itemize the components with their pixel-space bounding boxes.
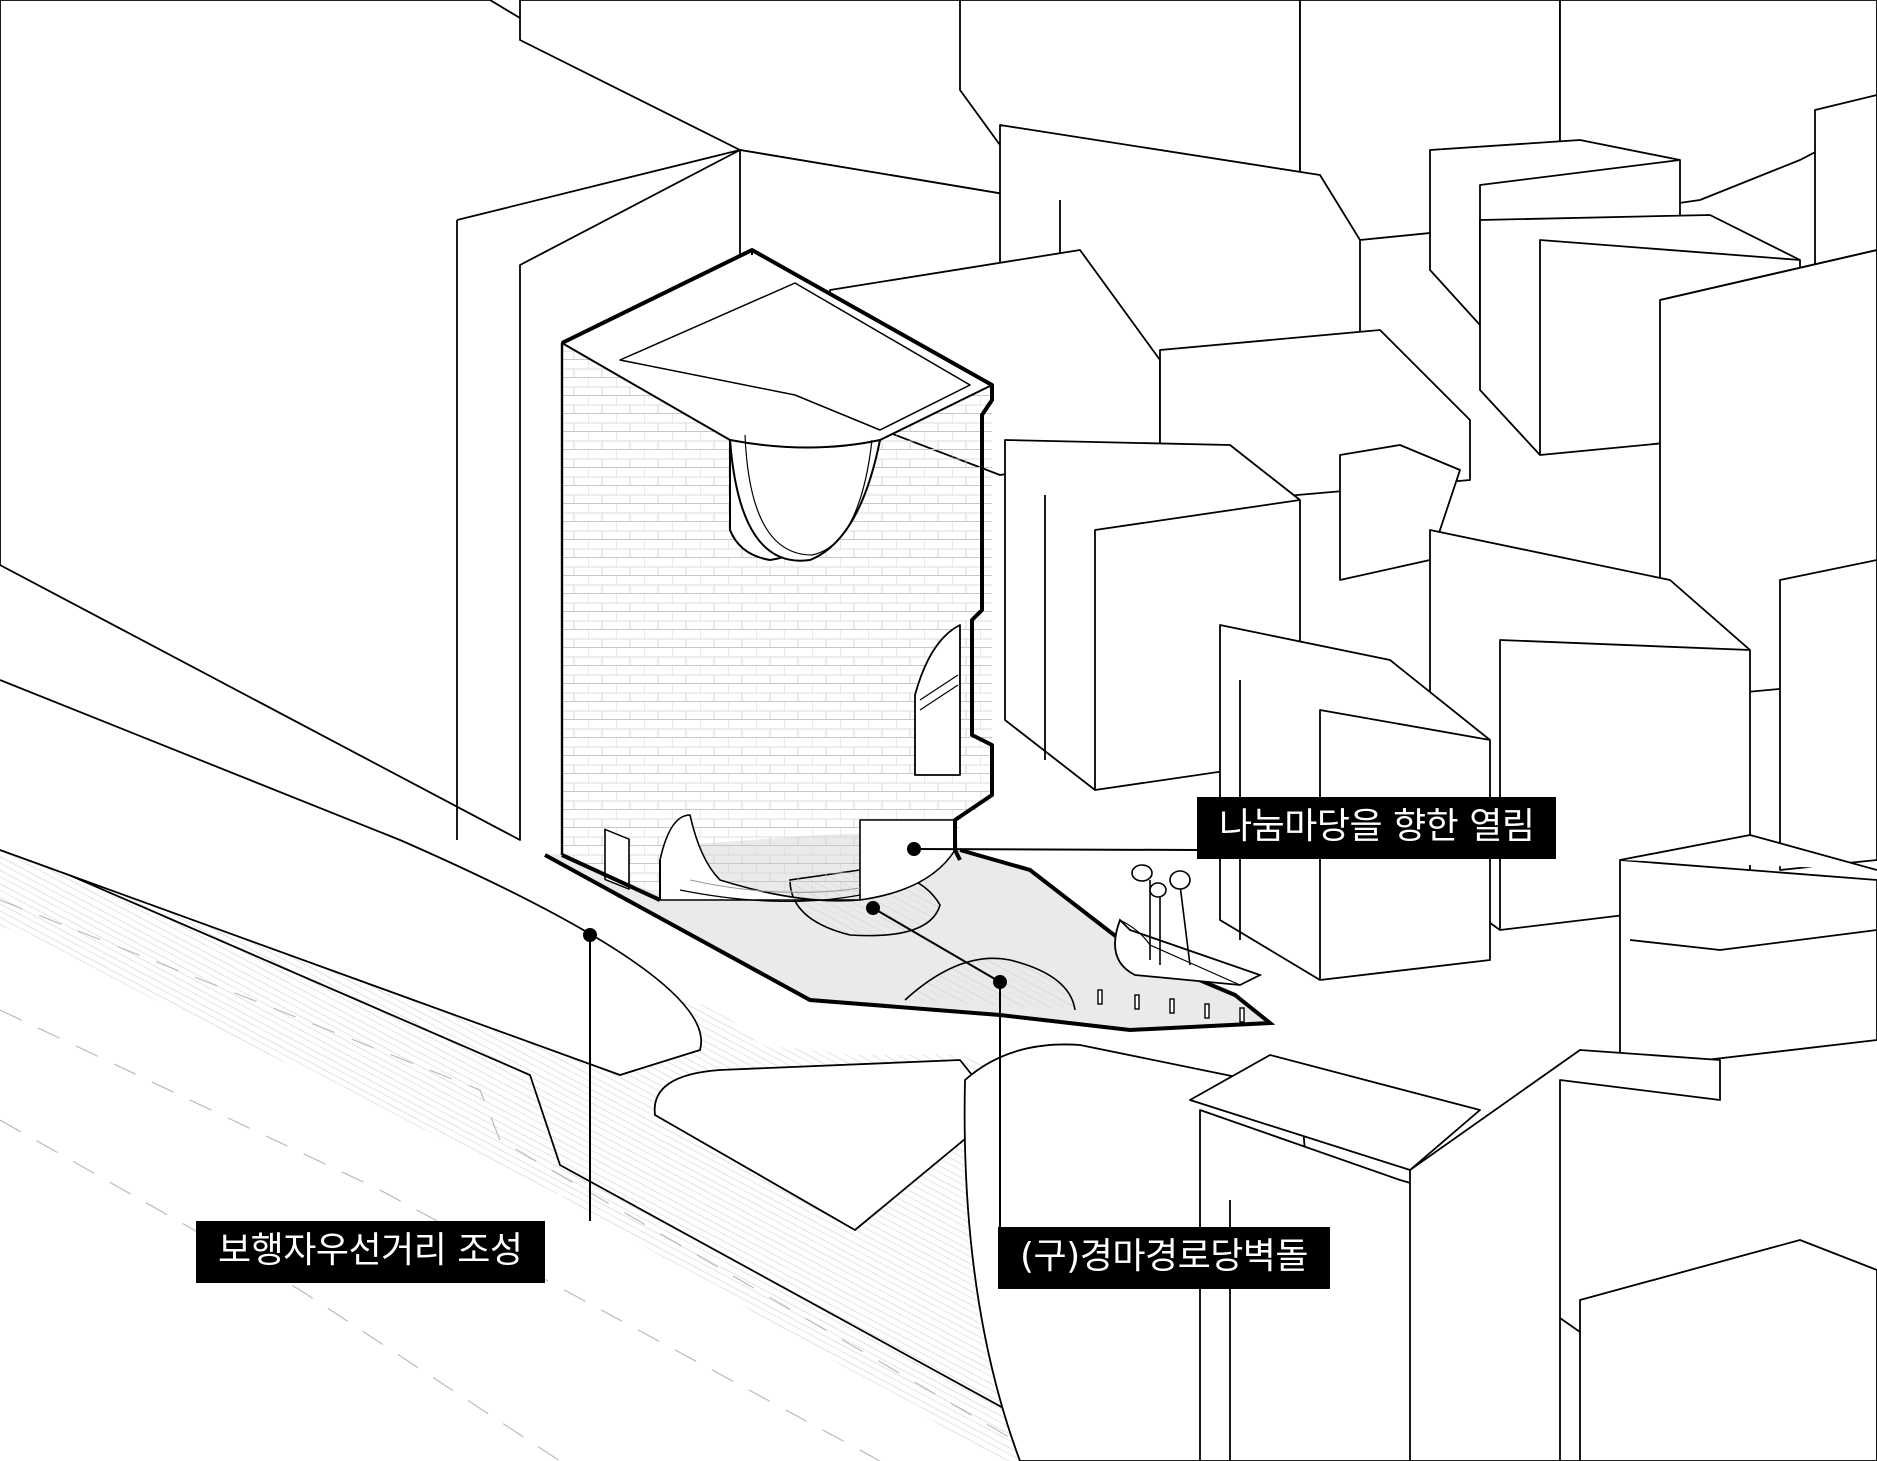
tower-ground-opening: [659, 814, 956, 902]
building-right-low: [1619, 859, 1877, 1071]
plaza-outline: [544, 848, 1276, 1033]
building-center-5: [1779, 559, 1877, 871]
tower-door: [604, 828, 630, 890]
island-center: [653, 1059, 1002, 1232]
leader-dot-pedestrian: [583, 928, 597, 942]
building-lower-4: [1189, 1054, 1481, 1171]
building-right-low-2: [1629, 929, 1877, 951]
building-lower-3: [1579, 1239, 1877, 1461]
leader-dot-wall-b: [993, 975, 1007, 989]
road-lane-line-2: [0, 1119, 561, 1461]
island-left: [0, 679, 703, 1076]
tree-icons: [1131, 864, 1191, 966]
leader-dot-wall-a: [866, 901, 880, 915]
building-lower-2: [1409, 1049, 1721, 1461]
leader-dot-opening: [907, 842, 921, 856]
tower-side-arch: [914, 624, 961, 776]
tower-roof-inner: [619, 282, 971, 431]
tower: [560, 248, 994, 903]
tower-outline: [561, 248, 994, 861]
road-lane-line: [0, 1009, 881, 1461]
label-old-senior-center-brick: (구)경마경로당벽돌: [998, 1227, 1331, 1289]
planter-bench: [1114, 918, 1263, 986]
bollards: [1097, 989, 1245, 1023]
road-center-line: [0, 899, 1051, 1461]
label-pedestrian-priority-street: 보행자우선거리 조성: [196, 1221, 545, 1283]
road-edge: [0, 844, 1101, 1461]
label-opening-to-plaza: 나눔마당을 향한 열림: [1197, 797, 1557, 859]
paving-circle: [904, 957, 1076, 1011]
building-left-large: [0, 0, 741, 841]
leaders: [583, 842, 1198, 1227]
